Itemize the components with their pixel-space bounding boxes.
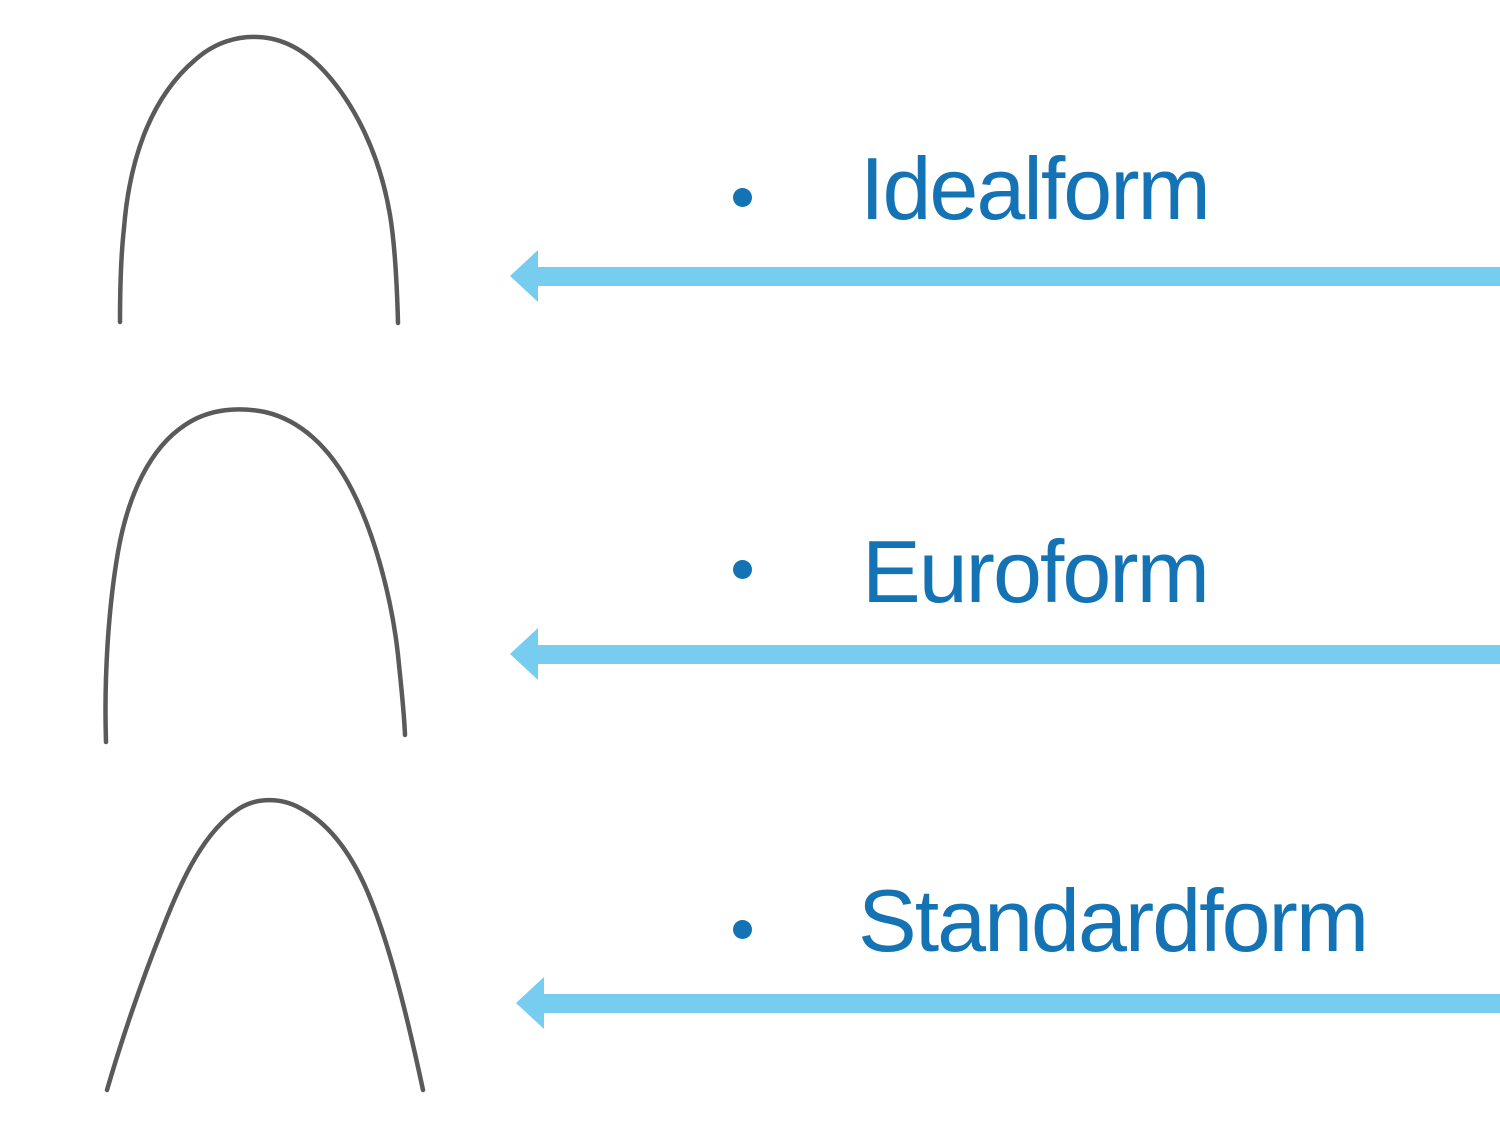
arrow-shaft [542,994,1500,1013]
bullet-icon [733,920,752,939]
archwire-euroform-image [103,407,408,745]
bullet-icon [733,188,752,207]
label-idealform: Idealform [860,139,1211,238]
left-arrow-icon [516,977,544,1029]
archwire-standardform-image [104,797,426,1093]
label-euroform: Euroform [862,522,1210,621]
left-arrow-icon [510,250,538,302]
label-standardform: Standardform [858,871,1369,970]
arrow-shaft [536,645,1500,664]
arrow-shaft [536,267,1500,286]
left-arrow-icon [510,628,538,680]
archwire-idealform-image [117,34,401,326]
bullet-icon [733,560,752,579]
